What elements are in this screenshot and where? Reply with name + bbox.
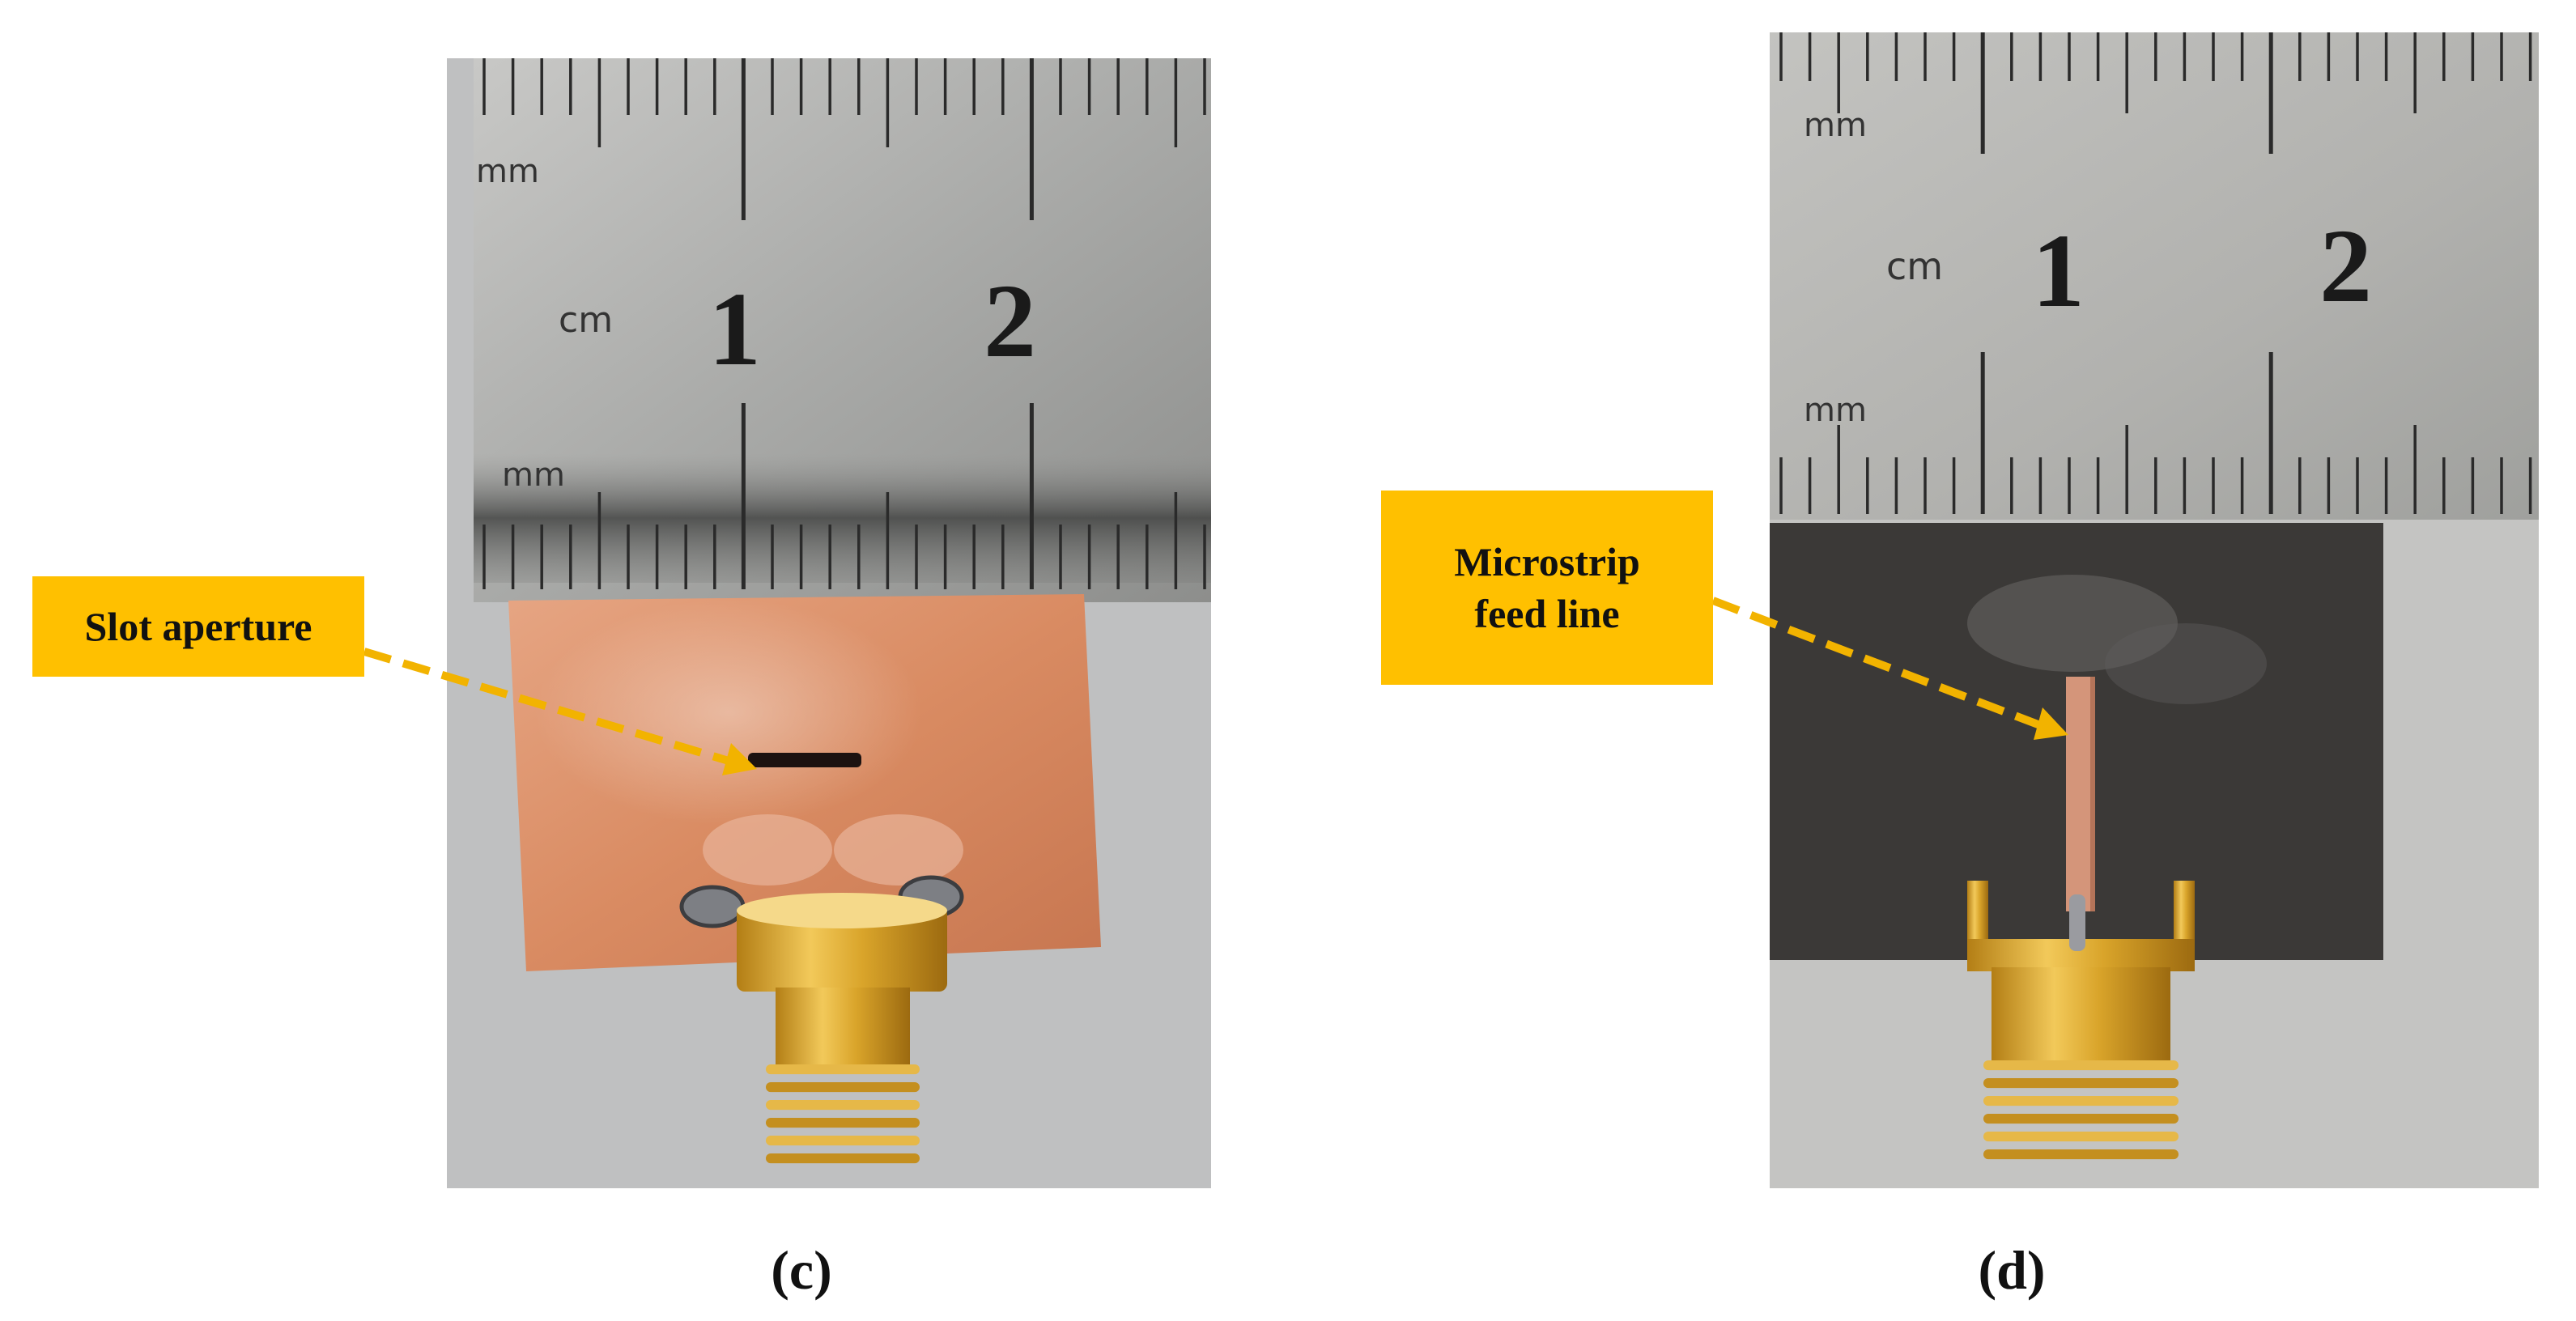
panel-caption-c: (c) — [771, 1239, 832, 1301]
connector-thread — [1983, 1060, 2179, 1071]
ruler-c-top-ticks — [482, 58, 1206, 220]
ruler-d-mid-unit: cm — [1886, 244, 1943, 288]
photo-panel-d: mm cm mm 1 2 — [1770, 32, 2539, 1188]
ruler-c-number-1: 1 — [708, 271, 761, 388]
ruler-c-number-2: 2 — [984, 263, 1036, 380]
connector-thread — [1983, 1114, 2179, 1124]
ruler-d-number-1: 1 — [2032, 213, 2085, 329]
callout-arrowhead-d — [2034, 707, 2068, 740]
connector-thread — [766, 1064, 920, 1075]
panel-caption-d: (d) — [1978, 1239, 2046, 1301]
ruler-c-bottom-unit: mm — [502, 457, 565, 494]
connector-thread — [1983, 1096, 2179, 1106]
ruler-c-top-unit: mm — [476, 153, 539, 190]
callout-microstrip-line-1: Microstrip — [1454, 539, 1640, 584]
copper-ground-plane — [508, 594, 1101, 971]
callout-microstrip-feed-line: Microstrip feed line — [1381, 491, 1713, 685]
sma-connector-d — [1967, 881, 2195, 1160]
connector-thread — [766, 1118, 920, 1128]
callout-slot-aperture: Slot aperture — [32, 576, 364, 677]
connector-thread — [766, 1136, 920, 1146]
ruler-d-top-unit: mm — [1804, 107, 1867, 144]
callout-microstrip-line-2: feed line — [1474, 591, 1620, 636]
ruler-c-mid-unit: cm — [559, 299, 613, 341]
callout-arrow-c — [363, 648, 730, 765]
photo-panel-c: mm cm mm 1 2 — [447, 58, 1211, 1188]
ruler-d-top-ticks — [1779, 32, 2532, 154]
connector-thread — [766, 1082, 920, 1093]
callout-slot-aperture-text: Slot aperture — [84, 604, 312, 649]
ruler-d-number-2: 2 — [2319, 208, 2372, 325]
ruler-d-bottom-unit: mm — [1804, 392, 1867, 429]
sma-connector-c — [737, 893, 947, 1164]
callout-arrowhead-c — [722, 743, 757, 775]
ruler-c: mm cm mm 1 2 — [474, 58, 1211, 602]
connector-thread — [1983, 1078, 2179, 1089]
sma-threads-c — [766, 1064, 920, 1164]
dark-substrate — [1770, 523, 2383, 960]
ruler-d: mm cm mm 1 2 — [1770, 32, 2539, 520]
connector-thread — [1983, 1132, 2179, 1142]
connector-thread — [766, 1153, 920, 1164]
slot-aperture — [748, 753, 861, 767]
callout-arrow-d — [1711, 597, 2042, 729]
solder-joint-left — [679, 885, 746, 928]
connector-thread — [766, 1100, 920, 1111]
connector-thread — [1983, 1149, 2179, 1160]
ruler-d-bottom-ticks — [1779, 352, 2532, 514]
microstrip-feed-line — [2066, 677, 2090, 911]
ruler-c-bottom-ticks — [482, 403, 1206, 589]
sma-threads-d — [1983, 1060, 2179, 1160]
